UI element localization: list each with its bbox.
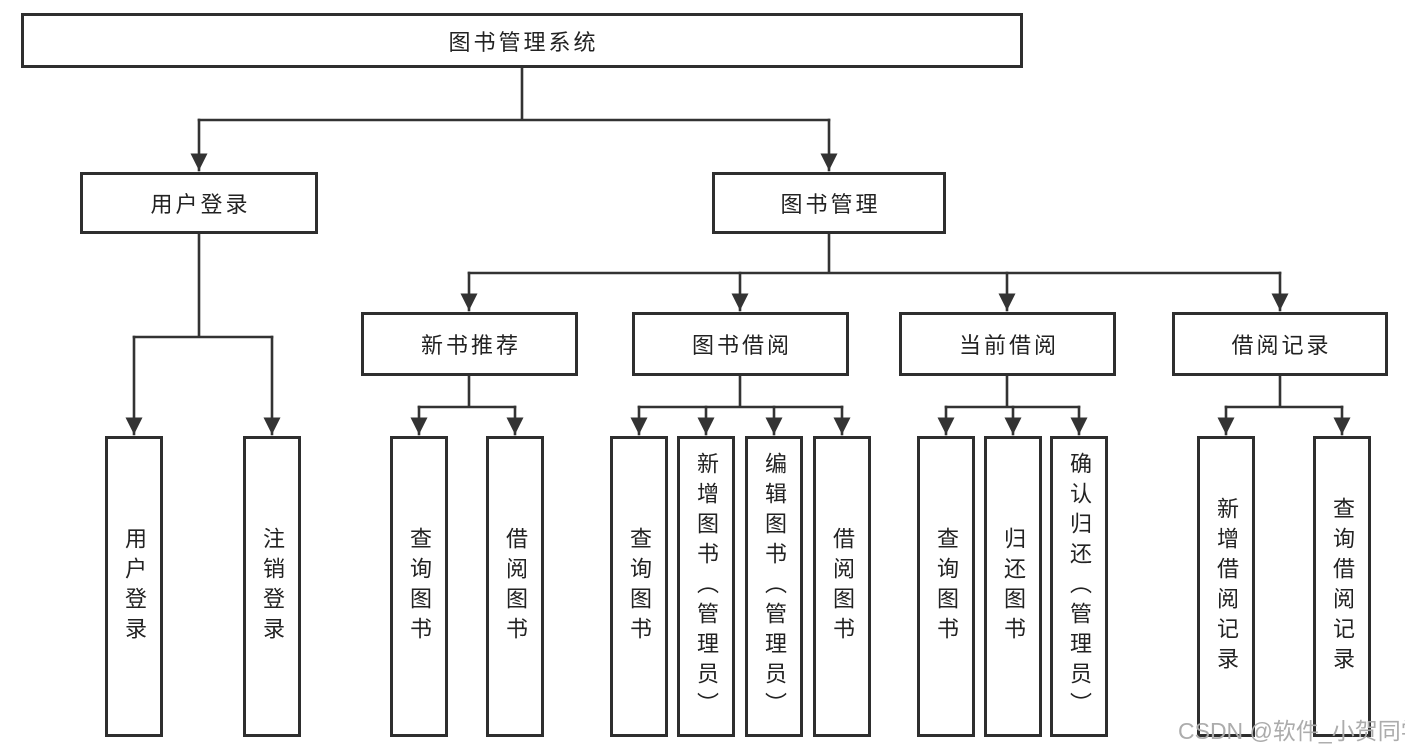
node-book-borrow: 图书借阅 xyxy=(632,312,849,376)
connector-root-trunk xyxy=(197,65,831,122)
node-user-login-label: 用户登录 xyxy=(150,192,251,217)
node-current-borrow-label: 当前借阅 xyxy=(958,333,1059,358)
leaf-recommend-borrow-books-label: 借阅图书 xyxy=(503,526,528,647)
node-borrow-records-label: 借阅记录 xyxy=(1231,333,1332,358)
leaf-current-confirm-return-admin-label: 确认归还（管理员） xyxy=(1067,451,1092,722)
connector-borrow-branch xyxy=(637,373,844,409)
connector-records-branch xyxy=(1224,373,1344,409)
node-new-book-recommend-label: 新书推荐 xyxy=(420,333,521,358)
leaf-records-query-record: 查询借阅记录 xyxy=(1313,436,1371,737)
leaf-records-add-record-label: 新增借阅记录 xyxy=(1214,496,1239,677)
node-library-system-label: 图书管理系统 xyxy=(448,29,599,55)
connector-user-login-branch xyxy=(132,231,274,339)
leaf-current-confirm-return-admin: 确认归还（管理员） xyxy=(1050,436,1108,737)
node-new-book-recommend: 新书推荐 xyxy=(361,312,578,376)
leaf-borrow-add-books-admin: 新增图书（管理员） xyxy=(677,436,735,737)
node-book-management: 图书管理 xyxy=(712,172,946,234)
node-library-system: 图书管理系统 xyxy=(21,13,1023,68)
node-borrow-records: 借阅记录 xyxy=(1172,312,1388,376)
connector-current-branch xyxy=(944,373,1081,409)
leaf-recommend-query-books-label: 查询图书 xyxy=(407,526,432,647)
node-book-borrow-label: 图书借阅 xyxy=(691,333,792,358)
watermark-text: CSDN @软件_小贺同学 xyxy=(1178,718,1405,744)
leaf-current-return-books: 归还图书 xyxy=(984,436,1042,737)
leaf-borrow-borrow-books-label: 借阅图书 xyxy=(830,526,855,647)
leaf-borrow-edit-books-admin-label: 编辑图书（管理员） xyxy=(762,451,787,722)
leaf-current-return-books-label: 归还图书 xyxy=(1001,526,1026,647)
node-book-management-label: 图书管理 xyxy=(780,192,881,217)
connector-book-mgmt-branch xyxy=(467,231,1282,275)
leaf-recommend-query-books: 查询图书 xyxy=(390,436,448,737)
leaf-borrow-edit-books-admin: 编辑图书（管理员） xyxy=(745,436,803,737)
leaf-recommend-borrow-books: 借阅图书 xyxy=(486,436,544,737)
node-current-borrow: 当前借阅 xyxy=(899,312,1116,376)
leaf-logout-label: 注销登录 xyxy=(260,526,285,647)
leaf-logout: 注销登录 xyxy=(243,436,301,737)
node-user-login: 用户登录 xyxy=(80,172,318,234)
leaf-current-query-books-label: 查询图书 xyxy=(934,526,959,647)
leaf-user-login: 用户登录 xyxy=(105,436,163,737)
leaf-borrow-add-books-admin-label: 新增图书（管理员） xyxy=(694,451,719,722)
leaf-current-query-books: 查询图书 xyxy=(917,436,975,737)
leaf-borrow-borrow-books: 借阅图书 xyxy=(813,436,871,737)
leaf-borrow-query-books-label: 查询图书 xyxy=(627,526,652,647)
leaf-borrow-query-books: 查询图书 xyxy=(610,436,668,737)
leaf-records-query-record-label: 查询借阅记录 xyxy=(1330,496,1355,677)
connector-recommend-branch xyxy=(417,373,517,409)
leaf-user-login-label: 用户登录 xyxy=(122,526,147,647)
leaf-records-add-record: 新增借阅记录 xyxy=(1197,436,1255,737)
